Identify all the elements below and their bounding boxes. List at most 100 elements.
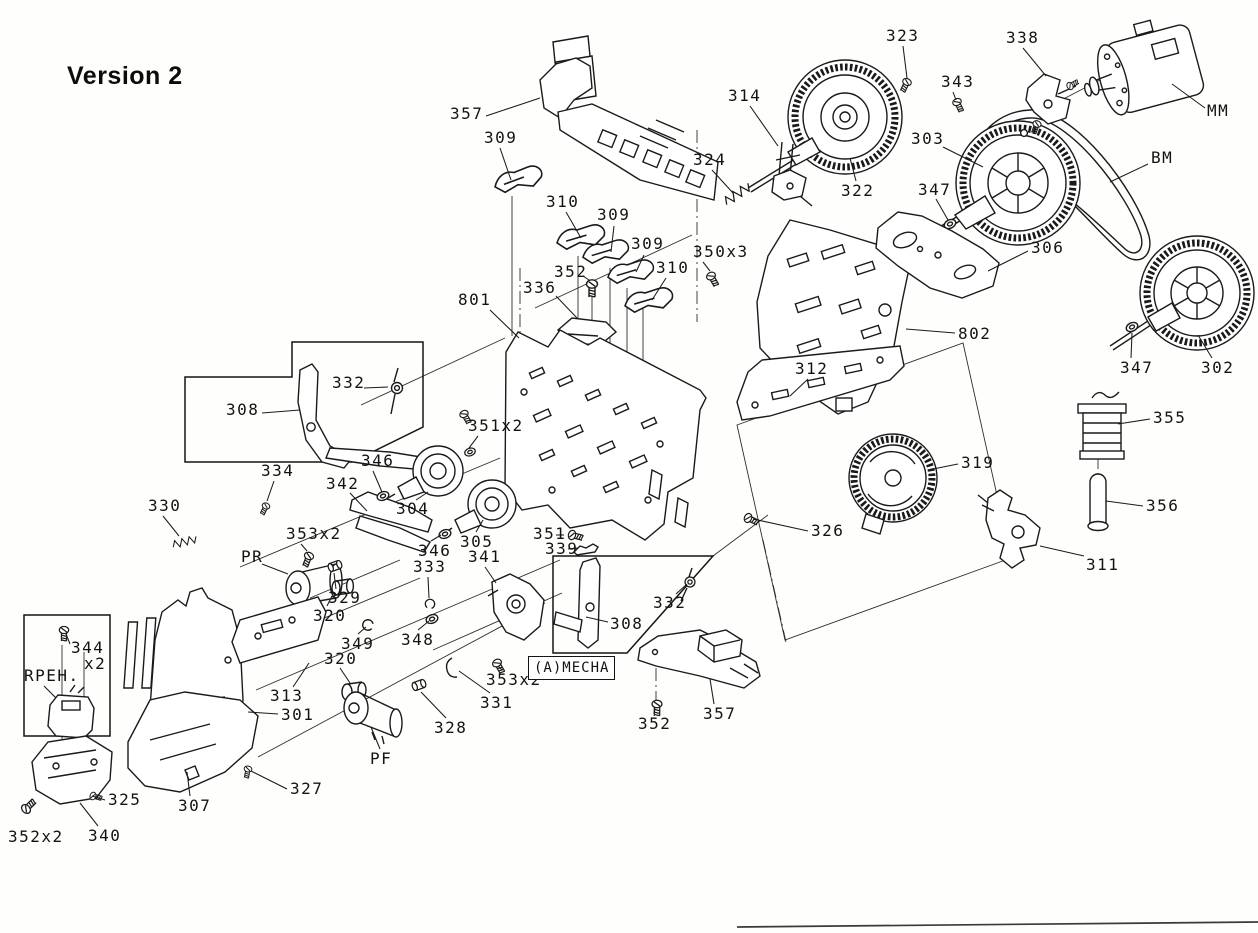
leader-line-329: [333, 572, 337, 590]
leader-line-334: [266, 480, 275, 502]
leader-line-333: [427, 576, 430, 599]
screw-343-drawing: [951, 96, 966, 114]
leader-line-310-b: [651, 277, 667, 301]
screw-352a-drawing: [585, 279, 599, 298]
screw-351-drawing: [566, 528, 585, 543]
leader-line-330: [162, 515, 180, 537]
flywheel-322-drawing: [747, 59, 903, 193]
leader-line-pr: [261, 563, 289, 575]
leader-line-349: [357, 626, 367, 635]
leader-line-309-c: [635, 254, 645, 273]
leader-line-310-a: [565, 211, 582, 239]
leader-line-327: [250, 770, 288, 790]
base-307-drawing: [127, 691, 259, 793]
leader-line-346-b: [430, 534, 442, 542]
leader-line-332-b: [675, 583, 688, 595]
leader-line-356: [1105, 500, 1144, 507]
leader-line-341: [484, 566, 497, 584]
bracket-306-drawing: [875, 211, 1000, 299]
leader-line-350x3: [702, 261, 711, 272]
plunger-356-drawing: [1087, 473, 1109, 532]
screw-323-drawing: [898, 76, 913, 94]
head-levers-drawing: [492, 164, 675, 314]
page-title: Version 2: [67, 62, 183, 90]
rail-313-drawing: [231, 596, 327, 664]
screw-327-drawing: [242, 764, 253, 780]
screw-351x2-drawing: [457, 408, 474, 426]
leader-line-rpeh: [43, 685, 57, 699]
leader-line-346-a: [372, 470, 383, 493]
leader-line-308-b: [585, 616, 609, 623]
washer-347b-drawing: [1124, 319, 1140, 335]
motor-mm-drawing: [1083, 19, 1205, 116]
chassis-801-drawing: [504, 329, 707, 541]
capstan-305-drawing: [445, 479, 517, 534]
leader-line-351x2: [468, 435, 479, 449]
leader-line-336: [555, 295, 578, 319]
screw-350x3-drawing: [704, 269, 722, 289]
box-part-308-bottom: [552, 555, 715, 654]
leader-line-308-a: [261, 409, 301, 414]
bracket-338-drawing: [1019, 73, 1081, 138]
erase-head-rpeh-drawing: [47, 684, 95, 739]
leader-line-347-a: [935, 198, 949, 221]
lever-311-drawing: [977, 489, 1041, 569]
leader-line-314: [749, 105, 779, 147]
leader-line-352-a: [582, 275, 590, 281]
leader-lines: [43, 45, 1213, 827]
leader-line-311: [1039, 545, 1085, 557]
leader-line-pf: [370, 726, 381, 750]
bracket-357b-drawing: [637, 629, 761, 689]
rail-312-drawing: [736, 345, 905, 421]
leader-line-340: [79, 802, 99, 827]
leader-line-348: [417, 620, 430, 631]
leader-line-326: [752, 518, 809, 532]
lever-308b-drawing: [553, 557, 601, 649]
leader-line-305: [475, 519, 484, 533]
gear-319-drawing: [848, 433, 938, 535]
clamp-331-drawing: [445, 657, 458, 678]
screw-352x2-drawing: [19, 796, 39, 816]
leader-line-320-a: [326, 595, 333, 607]
leader-line-307: [186, 771, 191, 797]
pinch-341-drawing: [487, 573, 545, 641]
leader-line-312: [789, 378, 809, 397]
leader-line-309-a: [499, 147, 512, 181]
spring-324-drawing: [721, 181, 753, 207]
nut-332b-drawing: [680, 567, 696, 602]
lever-314-drawing: [771, 141, 813, 207]
capstan-304-drawing: [387, 445, 464, 500]
flywheel-303-drawing: [900, 120, 1081, 254]
leader-line-355: [1117, 418, 1151, 425]
leader-line-324: [711, 169, 734, 194]
screw-352b-drawing: [651, 699, 663, 717]
leader-line-342: [349, 492, 368, 512]
head-base-325-340-drawing: [31, 735, 113, 805]
leader-line-309-b: [610, 225, 615, 253]
solenoid-355-drawing: [1077, 391, 1127, 460]
clip-339-drawing: [573, 543, 599, 556]
box-part-308-left: [184, 341, 424, 463]
leader-line-344: [65, 633, 71, 645]
flywheel-302-drawing: [1109, 235, 1255, 351]
leader-line-331: [458, 670, 491, 694]
leader-line-801: [489, 309, 520, 339]
leader-line-304: [415, 491, 429, 501]
leader-line-352-b: [653, 706, 656, 715]
leader-line-343: [952, 91, 957, 101]
leader-line-338: [1022, 47, 1047, 77]
bushing-328-drawing: [410, 678, 428, 692]
leader-line-301: [247, 711, 279, 715]
leader-line-313: [292, 662, 310, 688]
leader-line-328: [420, 691, 447, 719]
nut-332a-drawing: [390, 367, 404, 415]
motor-pf-drawing: [343, 691, 403, 745]
lever-342-drawing: [349, 491, 433, 553]
leader-line-302: [1197, 334, 1213, 359]
leader-line-347-b: [1130, 332, 1133, 359]
leader-line-802: [905, 328, 956, 334]
leader-line-319: [927, 463, 959, 471]
screw-344-drawing: [58, 625, 70, 642]
leader-line-323: [902, 45, 908, 79]
